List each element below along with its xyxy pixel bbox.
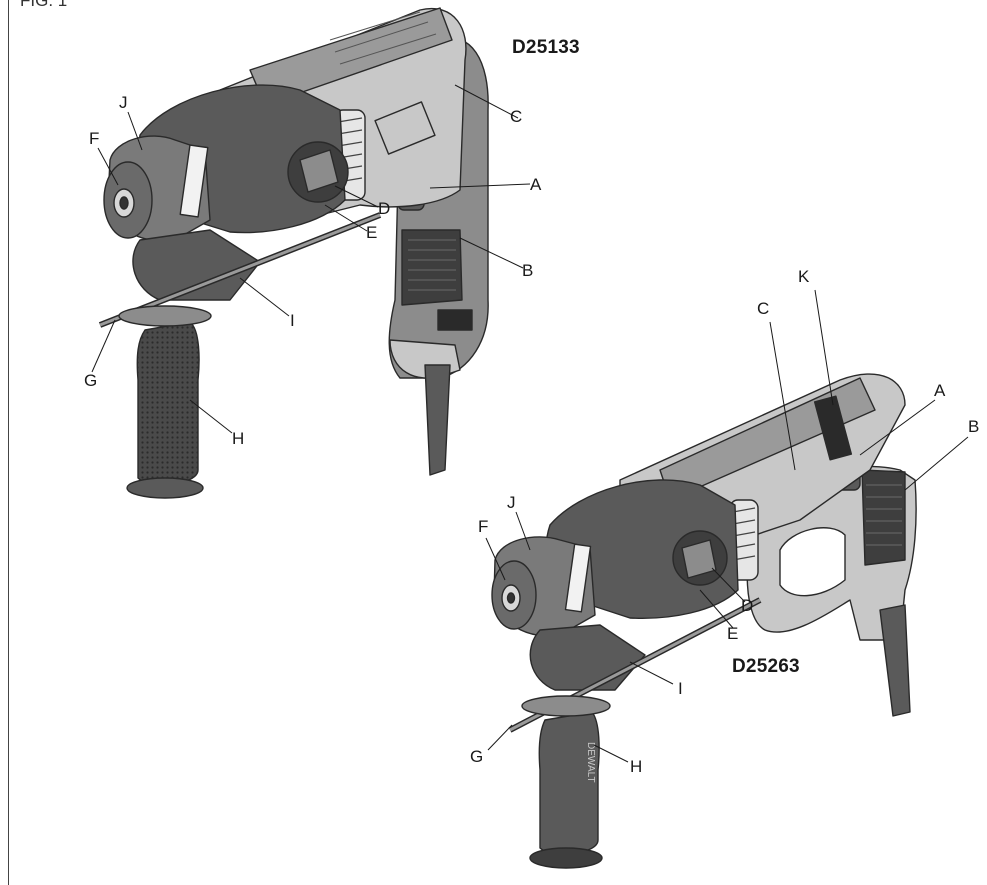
callout-b-top: B	[522, 261, 534, 280]
callout-a-top: A	[530, 175, 542, 194]
model-label-top: D25133	[512, 37, 580, 58]
leader-lines-bottom	[485, 289, 969, 763]
callout-i-top: I	[290, 311, 295, 330]
figure-title: FIG. 1	[20, 0, 68, 10]
handle-grip-bottom	[861, 469, 906, 566]
callout-i-bottom: I	[678, 679, 683, 698]
callout-e-bottom: E	[727, 624, 739, 643]
callout-h-bottom: H	[630, 757, 643, 776]
callout-g-top: G	[84, 371, 98, 390]
page-margin-rule	[8, 0, 9, 885]
handle-grip-top	[401, 229, 463, 306]
model-label-bottom: D25263	[732, 656, 800, 677]
callout-a-bottom: A	[934, 381, 946, 400]
tool-d25133	[98, 7, 489, 499]
leader-lines-top	[91, 84, 531, 434]
side-handle-bottom	[538, 711, 600, 855]
callout-f-bottom: F	[478, 517, 489, 536]
cord-guard-top	[424, 364, 451, 476]
tool-d25263: DEWALT	[491, 373, 917, 869]
collar-bottom	[529, 624, 646, 691]
callout-g-bottom: G	[470, 747, 484, 766]
callout-c-bottom: C	[757, 299, 770, 318]
callout-k-bottom: K	[798, 267, 810, 286]
side-handle-brand-text: DEWALT	[585, 742, 596, 783]
callout-j-top: J	[119, 93, 128, 112]
cord-guard-bottom	[879, 604, 911, 717]
callout-d-bottom: D	[741, 596, 754, 615]
callout-d-top: D	[378, 199, 391, 218]
callout-e-top: E	[366, 223, 378, 242]
callout-b-bottom: B	[968, 417, 980, 436]
collar-top	[132, 229, 261, 301]
callout-f-top: F	[89, 129, 100, 148]
side-handle-top	[136, 321, 200, 486]
callout-j-bottom: J	[507, 493, 516, 512]
callout-c-top: C	[510, 107, 523, 126]
callout-h-top: H	[232, 429, 245, 448]
side-handle-brand: DEWALT	[585, 742, 596, 783]
